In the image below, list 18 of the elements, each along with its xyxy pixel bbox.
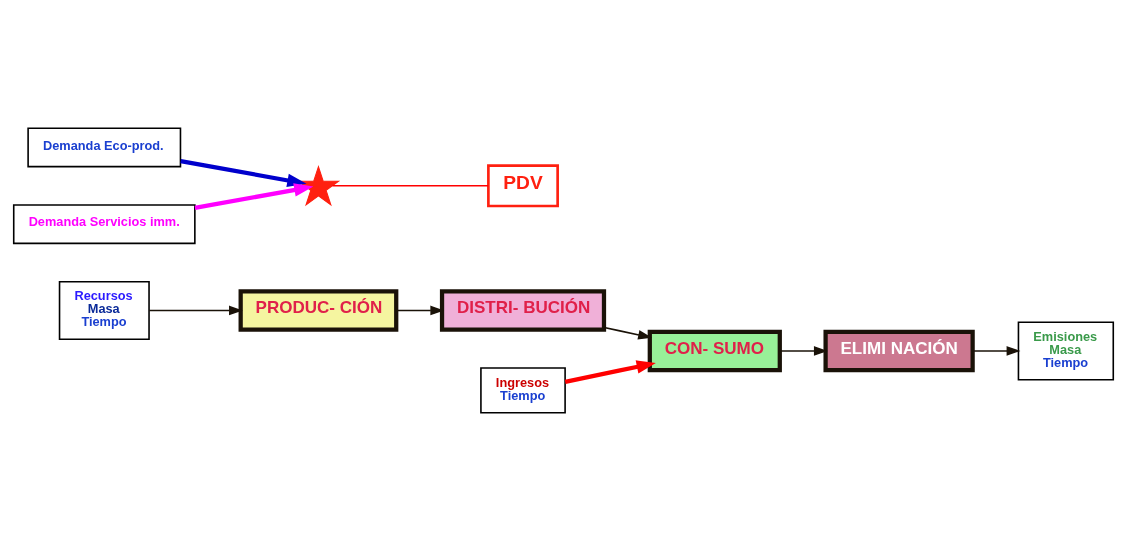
node-box: Ingresos Tiempo	[480, 366, 566, 414]
arrow	[148, 305, 243, 315]
connector	[331, 184, 489, 187]
arrow	[779, 345, 828, 356]
arrow	[972, 345, 1021, 356]
arrow	[194, 182, 314, 210]
node-box: Emisiones Masa Tiempo	[1017, 320, 1115, 380]
node-box: PRODUC- CIÓN	[238, 288, 399, 332]
node-box: Demanda Eco-prod.	[27, 126, 182, 167]
node-box: PDV	[487, 163, 559, 207]
arrow	[564, 359, 656, 384]
node-box: ELIMI NACIÓN	[823, 329, 975, 372]
node-box: Demanda Servicios imm.	[12, 203, 196, 244]
arrow	[603, 326, 653, 340]
node-box: CON- SUMO	[647, 329, 782, 372]
node-box: DISTRI- BUCIÓN	[439, 288, 607, 332]
arrow	[180, 158, 307, 187]
node-box: Recursos Masa Tiempo	[58, 280, 150, 340]
